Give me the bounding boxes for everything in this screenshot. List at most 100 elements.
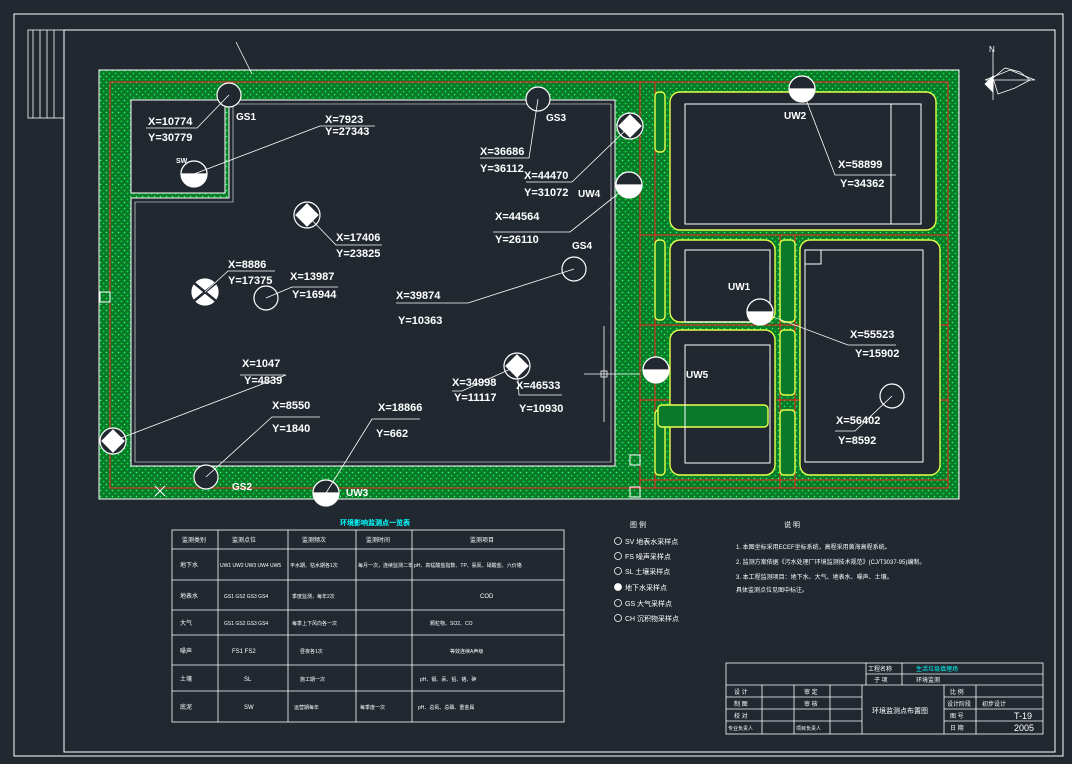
coord-y: Y=26110 bbox=[495, 234, 539, 246]
coord-y: Y=31072 bbox=[524, 187, 568, 199]
table-cell: 大气 bbox=[180, 619, 192, 627]
tb-left-label: 专业负责人 bbox=[728, 725, 753, 732]
label-gs1: GS1 bbox=[236, 112, 256, 123]
building-interiors bbox=[99, 103, 924, 498]
notes: 说 明 1. 本图坐标采用ECEF坐标系统，高程采用黄海高程系统。 2. 监测方… bbox=[736, 520, 925, 594]
coord-y: Y=11117 bbox=[454, 392, 497, 404]
table-cell: 颗粒物、SO2、CO bbox=[430, 620, 473, 627]
table-cell: pH、高锰酸盐指数、TP、氨氮、硝酸盐、六价铬 bbox=[414, 562, 522, 569]
legend-icon bbox=[614, 552, 622, 560]
tb-mid-label: 审 核 bbox=[804, 700, 818, 708]
legend-title: 图 例 bbox=[630, 520, 646, 529]
coord-x: X=44564 bbox=[495, 211, 540, 223]
table-cell: 土壤 bbox=[180, 675, 192, 683]
table-cell: 昼夜各1次 bbox=[300, 648, 323, 655]
item-label: 子 项 bbox=[874, 677, 888, 684]
table-cell: 噪声 bbox=[180, 647, 192, 655]
project-label: 工程名称 bbox=[868, 665, 892, 673]
landfill-area bbox=[130, 99, 616, 467]
crosshair-marker-icon bbox=[584, 326, 640, 422]
uw5-symbol bbox=[642, 356, 670, 384]
table-cell: COD bbox=[480, 594, 494, 600]
legend-item: 地下水采样点 bbox=[625, 583, 667, 592]
notes-line: 3. 本工程监测项目：地下水、大气、地表水、噪声、土壤。 bbox=[736, 573, 893, 581]
coord-y: Y=16944 bbox=[292, 289, 337, 301]
notes-line: 2. 监测方案依据《污水处理厂环境监测技术规范》(CJ/T3037-95)编制。 bbox=[736, 558, 925, 566]
table-cell: 地表水 bbox=[180, 592, 198, 600]
table-cell: GS1 GS2 GS3 GS4 bbox=[224, 621, 268, 627]
table-header: 监测时间 bbox=[366, 536, 390, 544]
coord-y: Y=34362 bbox=[840, 178, 884, 190]
table-cell: 等效连续A声级 bbox=[450, 648, 483, 655]
coord-y: Y=27343 bbox=[325, 126, 369, 138]
table-header: 监测点位 bbox=[232, 536, 256, 544]
coord-y: Y=10930 bbox=[519, 403, 563, 415]
table-cell: pH、总氮、总磷、重金属 bbox=[418, 704, 474, 711]
leader-lines bbox=[112, 88, 896, 494]
coord-x: X=10774 bbox=[148, 116, 193, 128]
coord-x: X=58899 bbox=[838, 159, 882, 171]
table-cell: FS1 FS2 bbox=[232, 649, 256, 655]
notes-line: 1. 本图坐标采用ECEF坐标系统，高程采用黄海高程系统。 bbox=[736, 543, 891, 551]
notes-line: 具体监测点位见图中标注。 bbox=[736, 586, 808, 594]
inner-border bbox=[63, 29, 1056, 753]
station-label-group: GS1 GS2 GS3 GS4 UW1 UW2 UW3 UW4 UW5 SW bbox=[176, 111, 807, 499]
drawing-number: T-19 bbox=[1014, 711, 1032, 721]
table-cell: 运营期每年 bbox=[294, 704, 319, 711]
table-header: 监测项目 bbox=[470, 536, 494, 544]
label-uw5: UW5 bbox=[686, 370, 709, 381]
coord-x: X=8550 bbox=[272, 400, 310, 412]
legend-item: SV 地表水采样点 bbox=[625, 537, 678, 546]
legend-icon bbox=[614, 537, 622, 545]
coord-y: Y=1840 bbox=[272, 423, 310, 435]
legend: 图 例 SV 地表水采样点 FS 噪声采样点 SL 土壤采样点 地下水采样点 G… bbox=[614, 520, 679, 623]
monitoring-table: 环境影响监测点一览表 监测类别 监测点位 监测频次 监测时间 监测项目 地下水 … bbox=[171, 518, 565, 723]
north-arrow-icon bbox=[984, 50, 1036, 100]
coord-x: X=1047 bbox=[242, 358, 280, 370]
tb-mid-label: 项目负责人 bbox=[796, 725, 821, 732]
landfill-inner-line bbox=[134, 103, 612, 463]
tb-right-label: 图 号 bbox=[950, 713, 964, 720]
table-cell: pH、镉、汞、铅、铬、砷 bbox=[420, 676, 476, 683]
coord-x: X=44470 bbox=[524, 170, 568, 182]
axis-tick bbox=[235, 41, 253, 75]
coord-y: Y=36112 bbox=[480, 163, 524, 175]
stage-value: 初步设计 bbox=[982, 700, 1006, 708]
title-block: 工程名称 生活垃圾填埋场 子 项 环境监测 环境监测点布置图 设 计 制 图 校… bbox=[725, 662, 1044, 735]
label-gs3: GS3 bbox=[546, 113, 566, 124]
coord-x: X=7923 bbox=[325, 114, 363, 126]
project-name: 生活垃圾填埋场 bbox=[916, 665, 958, 673]
label-uw2: UW2 bbox=[784, 111, 807, 122]
tb-right-label: 日 期 bbox=[950, 724, 964, 732]
table-cell: SW bbox=[244, 705, 254, 711]
label-uw4: UW4 bbox=[578, 189, 601, 200]
coord-x: X=39874 bbox=[396, 290, 441, 302]
table-header: 监测频次 bbox=[302, 536, 326, 544]
table-cell: 地下水 bbox=[180, 561, 198, 569]
tb-left-label: 校 对 bbox=[734, 712, 748, 720]
coord-y: Y=8592 bbox=[838, 435, 876, 447]
table-cell: GS1 GS2 GS3 GS4 bbox=[224, 594, 268, 600]
table-cell: 施工期一次 bbox=[300, 676, 325, 683]
legend-icon bbox=[614, 614, 622, 622]
label-uw1: UW1 bbox=[728, 282, 751, 293]
coord-y: Y=662 bbox=[376, 428, 408, 440]
label-gs2: GS2 bbox=[232, 482, 252, 493]
coord-x: X=46533 bbox=[516, 380, 560, 392]
tb-left-label: 设 计 bbox=[734, 688, 748, 696]
outer-border bbox=[13, 13, 1064, 757]
tb-mid-label: 审 定 bbox=[804, 688, 818, 696]
coord-x: X=36686 bbox=[480, 146, 524, 158]
buildings bbox=[654, 91, 941, 476]
legend-icon bbox=[614, 567, 622, 575]
label-gs4: GS4 bbox=[572, 241, 592, 252]
table-cell: 每季上下风向各一次 bbox=[292, 620, 337, 627]
tb-right-label: 比 例 bbox=[950, 688, 964, 696]
legend-item: CH 沉积物采样点 bbox=[625, 614, 679, 623]
coord-y: Y=23825 bbox=[336, 248, 380, 260]
binding-margin bbox=[27, 29, 65, 119]
coord-x: X=55523 bbox=[850, 329, 894, 341]
coord-y: Y=4839 bbox=[244, 375, 282, 387]
legend-item: FS 噪声采样点 bbox=[625, 552, 671, 561]
